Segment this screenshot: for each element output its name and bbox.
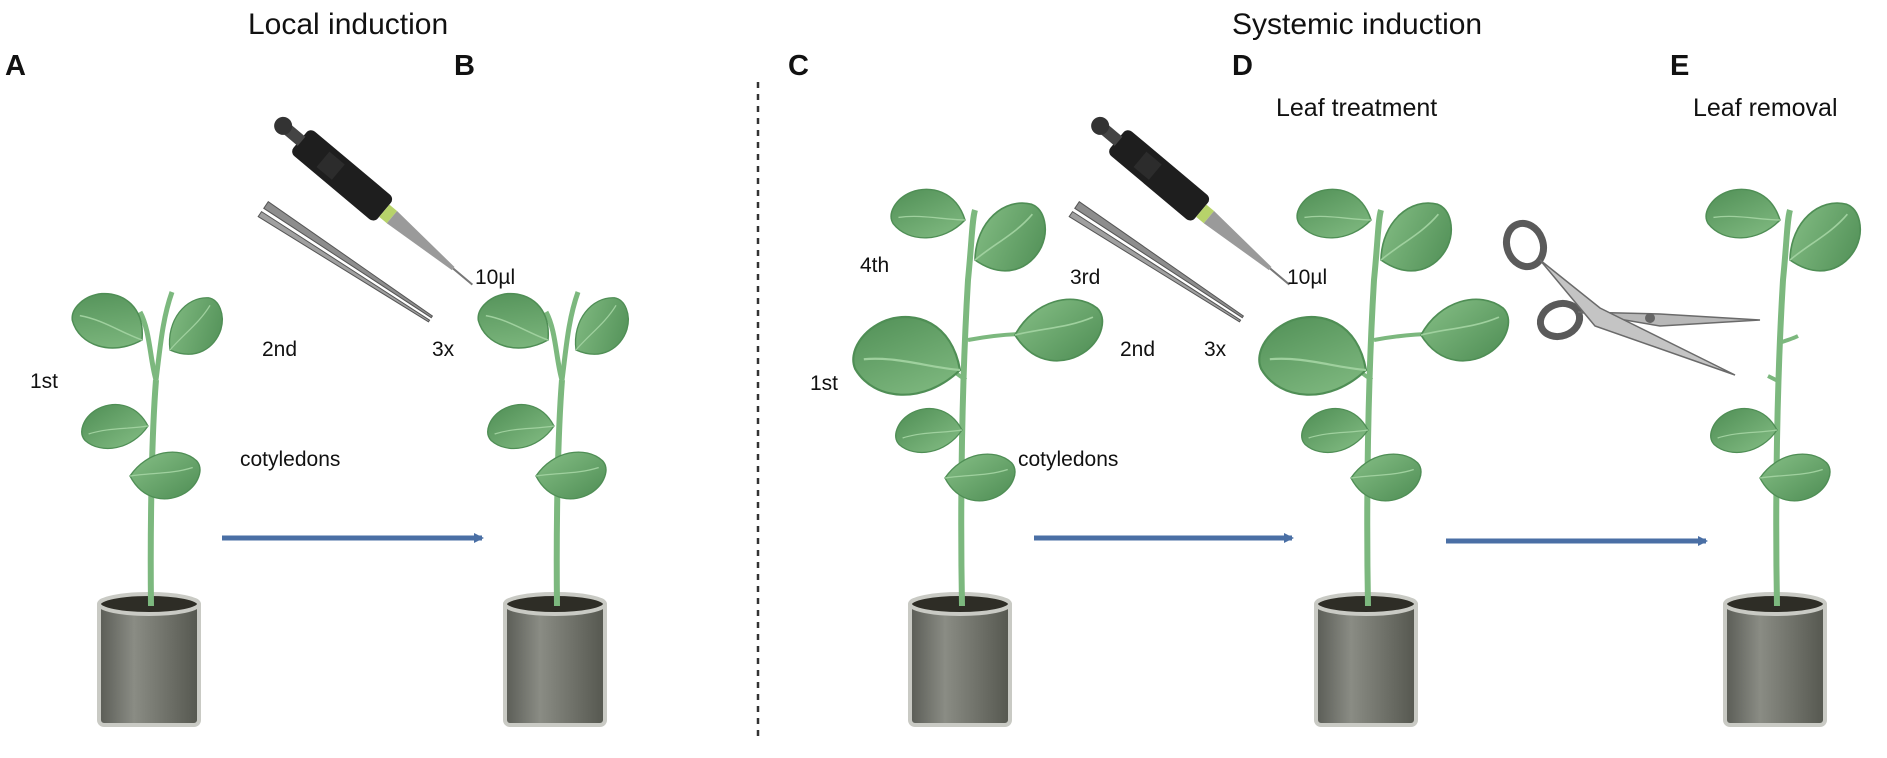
label-second-leaf: 2nd [1120,338,1156,361]
label-first-leaf: 1st [30,370,59,393]
pipette-icon [274,116,474,286]
leaf-fourth [887,182,970,246]
label-volume: 10µl [1287,266,1328,289]
label-cotyledons: cotyledons [240,448,341,471]
leaf-first [1251,303,1378,411]
section-title-local: Local induction [248,8,449,41]
leaf-fourth [1293,182,1376,246]
label-volume: 10µl [475,266,516,289]
leaf-fourth [1702,182,1785,246]
panel-label-e: E [1670,50,1690,82]
leaf-cotyledon-left [1301,407,1369,454]
leaf-cotyledon-right [1759,453,1831,502]
plant-a [63,279,237,727]
scissors-icon [1502,219,1761,376]
panel-label-d: D [1232,50,1253,82]
label-fourth-leaf: 4th [860,254,890,277]
panel-label-a: A [5,50,26,82]
plant-c [845,182,1107,727]
section-title-systemic: Systemic induction [1232,8,1483,41]
panel-e-subtitle: Leaf removal [1693,94,1838,122]
panel-label-b: B [454,50,475,82]
leaf-cotyledon-left [895,407,963,454]
label-second-leaf: 2nd [262,338,298,361]
leaf-third [1364,191,1467,287]
leaf-cotyledon-right [535,451,607,500]
leaf-cotyledon-left [81,403,149,450]
leaf-first [845,303,972,411]
plant-b [469,279,643,727]
plant-d [1251,182,1513,727]
label-repeat-count: 3x [1204,338,1227,361]
label-cotyledons: cotyledons [1018,448,1119,471]
panel-d-subtitle: Leaf treatment [1276,94,1438,122]
leaf-third [1773,191,1876,287]
label-repeat-count: 3x [432,338,455,361]
leaf-first [63,279,157,366]
plant-e [1702,182,1876,727]
leaf-cotyledon-left [487,403,555,450]
leaf-cotyledon-right [1350,453,1422,502]
leaf-second [1011,295,1107,366]
leaf-cotyledon-right [129,451,201,500]
forceps-icon [257,200,434,323]
leaf-third [958,191,1061,287]
pipette-icon [1091,116,1291,286]
label-first-leaf: 1st [810,372,839,395]
leaf-first [469,279,563,366]
leaf-cotyledon-right [944,453,1016,502]
forceps-icon [1068,200,1245,323]
leaf-cotyledon-left [1710,407,1778,454]
label-third-leaf: 3rd [1070,266,1101,289]
panel-label-c: C [788,50,809,82]
leaf-second [1417,295,1513,366]
